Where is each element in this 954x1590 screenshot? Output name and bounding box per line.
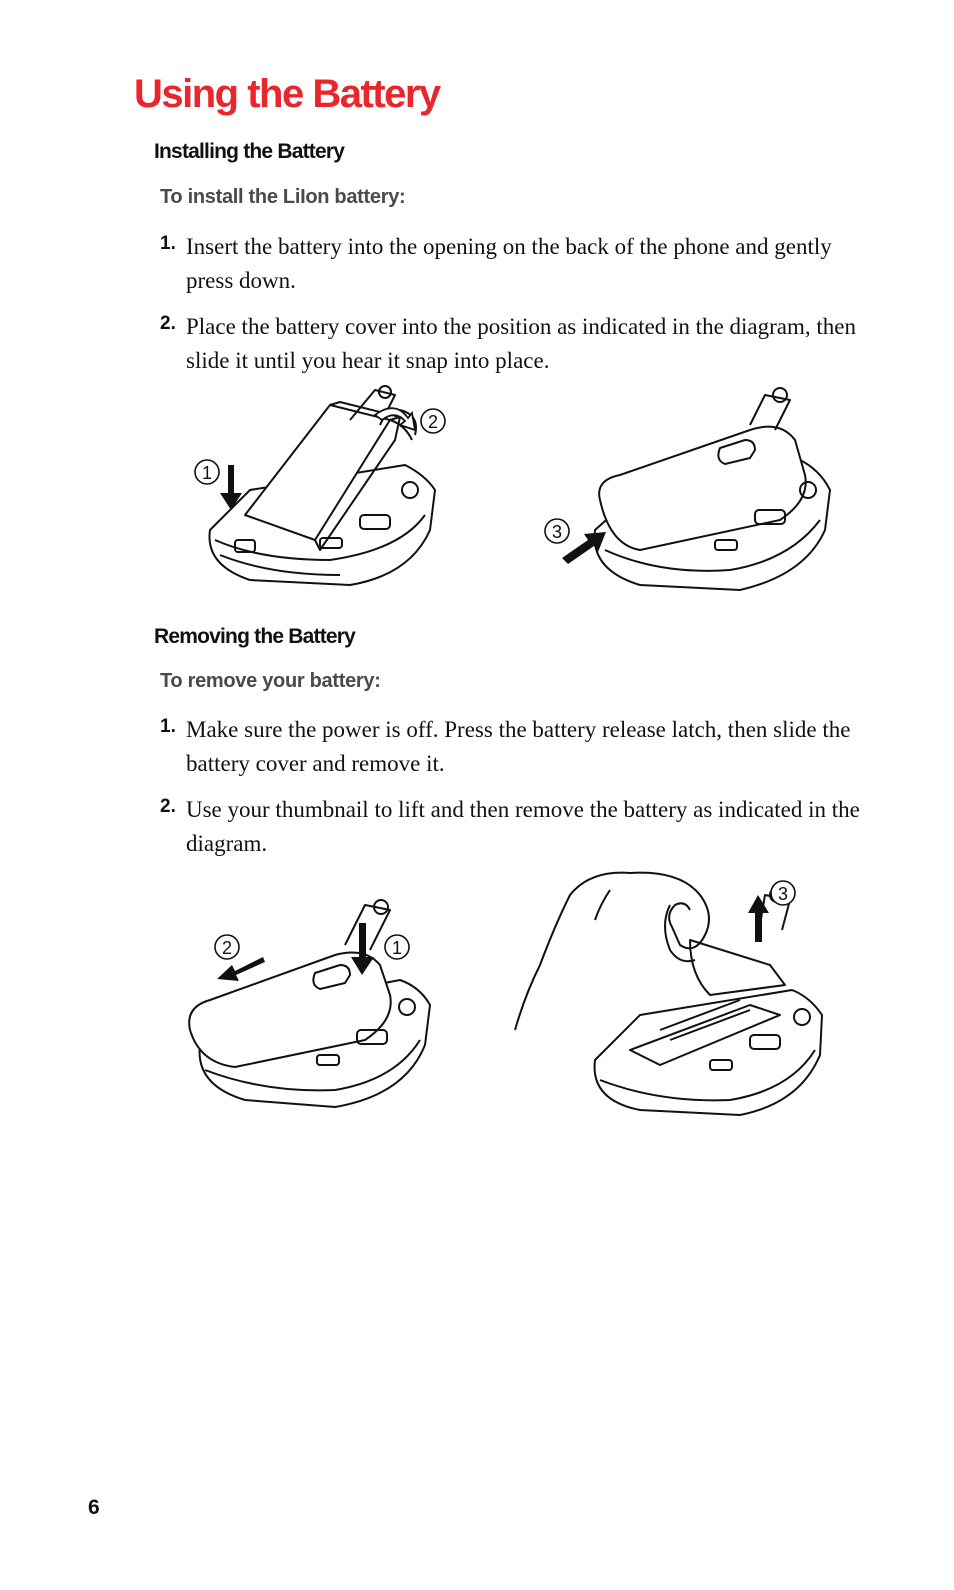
step-text: Insert the battery into the opening on t… bbox=[186, 234, 832, 293]
arrow-icon bbox=[217, 957, 265, 981]
phone-cover-slide-illustration: 3 bbox=[544, 387, 831, 591]
remove-step-2: 2. Use your thumbnail to lift and then r… bbox=[160, 793, 860, 861]
phone-cover-remove-illustration: 2 1 bbox=[188, 899, 431, 1108]
step-number: 1. bbox=[160, 233, 176, 254]
arrow-icon bbox=[220, 465, 242, 510]
step-text: Make sure the power is off. Press the ba… bbox=[186, 717, 851, 776]
install-heading: Installing the Battery bbox=[154, 140, 345, 163]
callout-3: 3 bbox=[552, 522, 562, 542]
remove-heading: Removing the Battery bbox=[154, 625, 356, 648]
callout-2: 2 bbox=[428, 412, 438, 432]
callout-1: 1 bbox=[202, 463, 212, 483]
step-text: Use your thumbnail to lift and then remo… bbox=[186, 797, 860, 856]
arrow-icon bbox=[748, 895, 769, 942]
install-step-2: 2. Place the battery cover into the posi… bbox=[160, 310, 860, 378]
page-title: Using the Battery bbox=[134, 72, 441, 116]
phone-battery-insert-illustration: 1 2 bbox=[194, 385, 446, 586]
arrow-icon bbox=[562, 532, 606, 564]
callout-2-remove: 2 bbox=[222, 938, 232, 958]
step-number: 2. bbox=[160, 313, 176, 334]
remove-subheading: To remove your battery: bbox=[160, 670, 381, 692]
install-step-1: 1. Insert the battery into the opening o… bbox=[160, 230, 860, 298]
remove-step-1: 1. Make sure the power is off. Press the… bbox=[160, 713, 860, 781]
install-subheading: To install the LiIon battery: bbox=[160, 186, 406, 208]
phone-battery-lift-illustration: 3 bbox=[514, 871, 823, 1116]
callout-3-remove: 3 bbox=[778, 884, 788, 904]
arrow-icon bbox=[351, 923, 374, 975]
step-number: 2. bbox=[160, 796, 176, 817]
callout-1-remove: 1 bbox=[392, 938, 402, 958]
step-text: Place the battery cover into the positio… bbox=[186, 314, 856, 373]
page-number: 6 bbox=[88, 1496, 100, 1519]
step-number: 1. bbox=[160, 716, 176, 737]
